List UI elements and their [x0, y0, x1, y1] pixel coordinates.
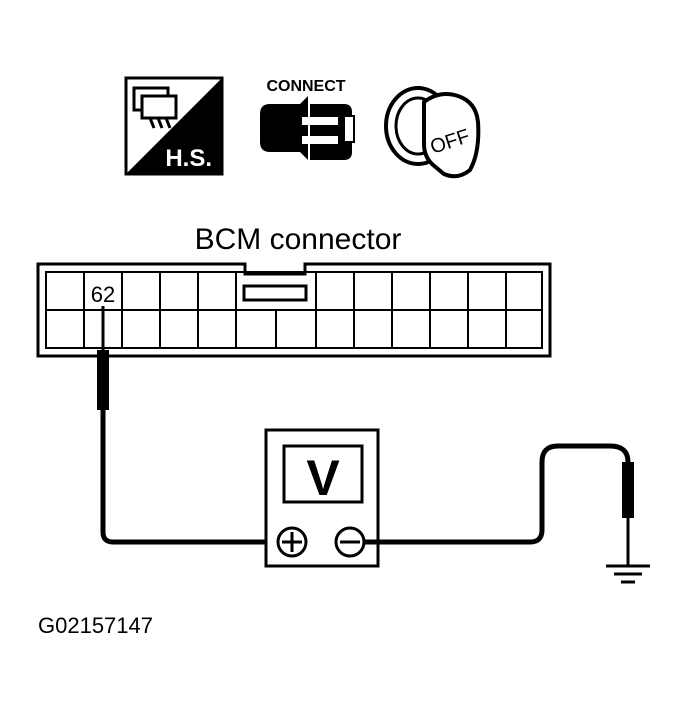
- voltmeter-display: V: [306, 450, 340, 506]
- bcm-connector: 62: [36, 262, 552, 358]
- figure-id: G02157147: [38, 613, 153, 638]
- hs-label: H.S.: [165, 145, 212, 172]
- negative-terminal-icon: [334, 526, 366, 558]
- connect-icon: CONNECT: [260, 78, 355, 160]
- connector-title: BCM connector: [195, 223, 402, 256]
- positive-probe-lead: [97, 306, 277, 545]
- terminal-62-label: 62: [91, 282, 115, 307]
- harness-sensor-icon: H.S.: [124, 76, 224, 176]
- negative-probe-lead: [364, 443, 634, 566]
- positive-terminal-icon: [276, 526, 308, 558]
- ignition-key-off-icon: OFF: [384, 86, 481, 179]
- voltmeter: V: [264, 428, 380, 568]
- ground-icon: [606, 564, 650, 584]
- connect-label: CONNECT: [266, 78, 345, 95]
- connector-cell-grid: [83, 272, 507, 348]
